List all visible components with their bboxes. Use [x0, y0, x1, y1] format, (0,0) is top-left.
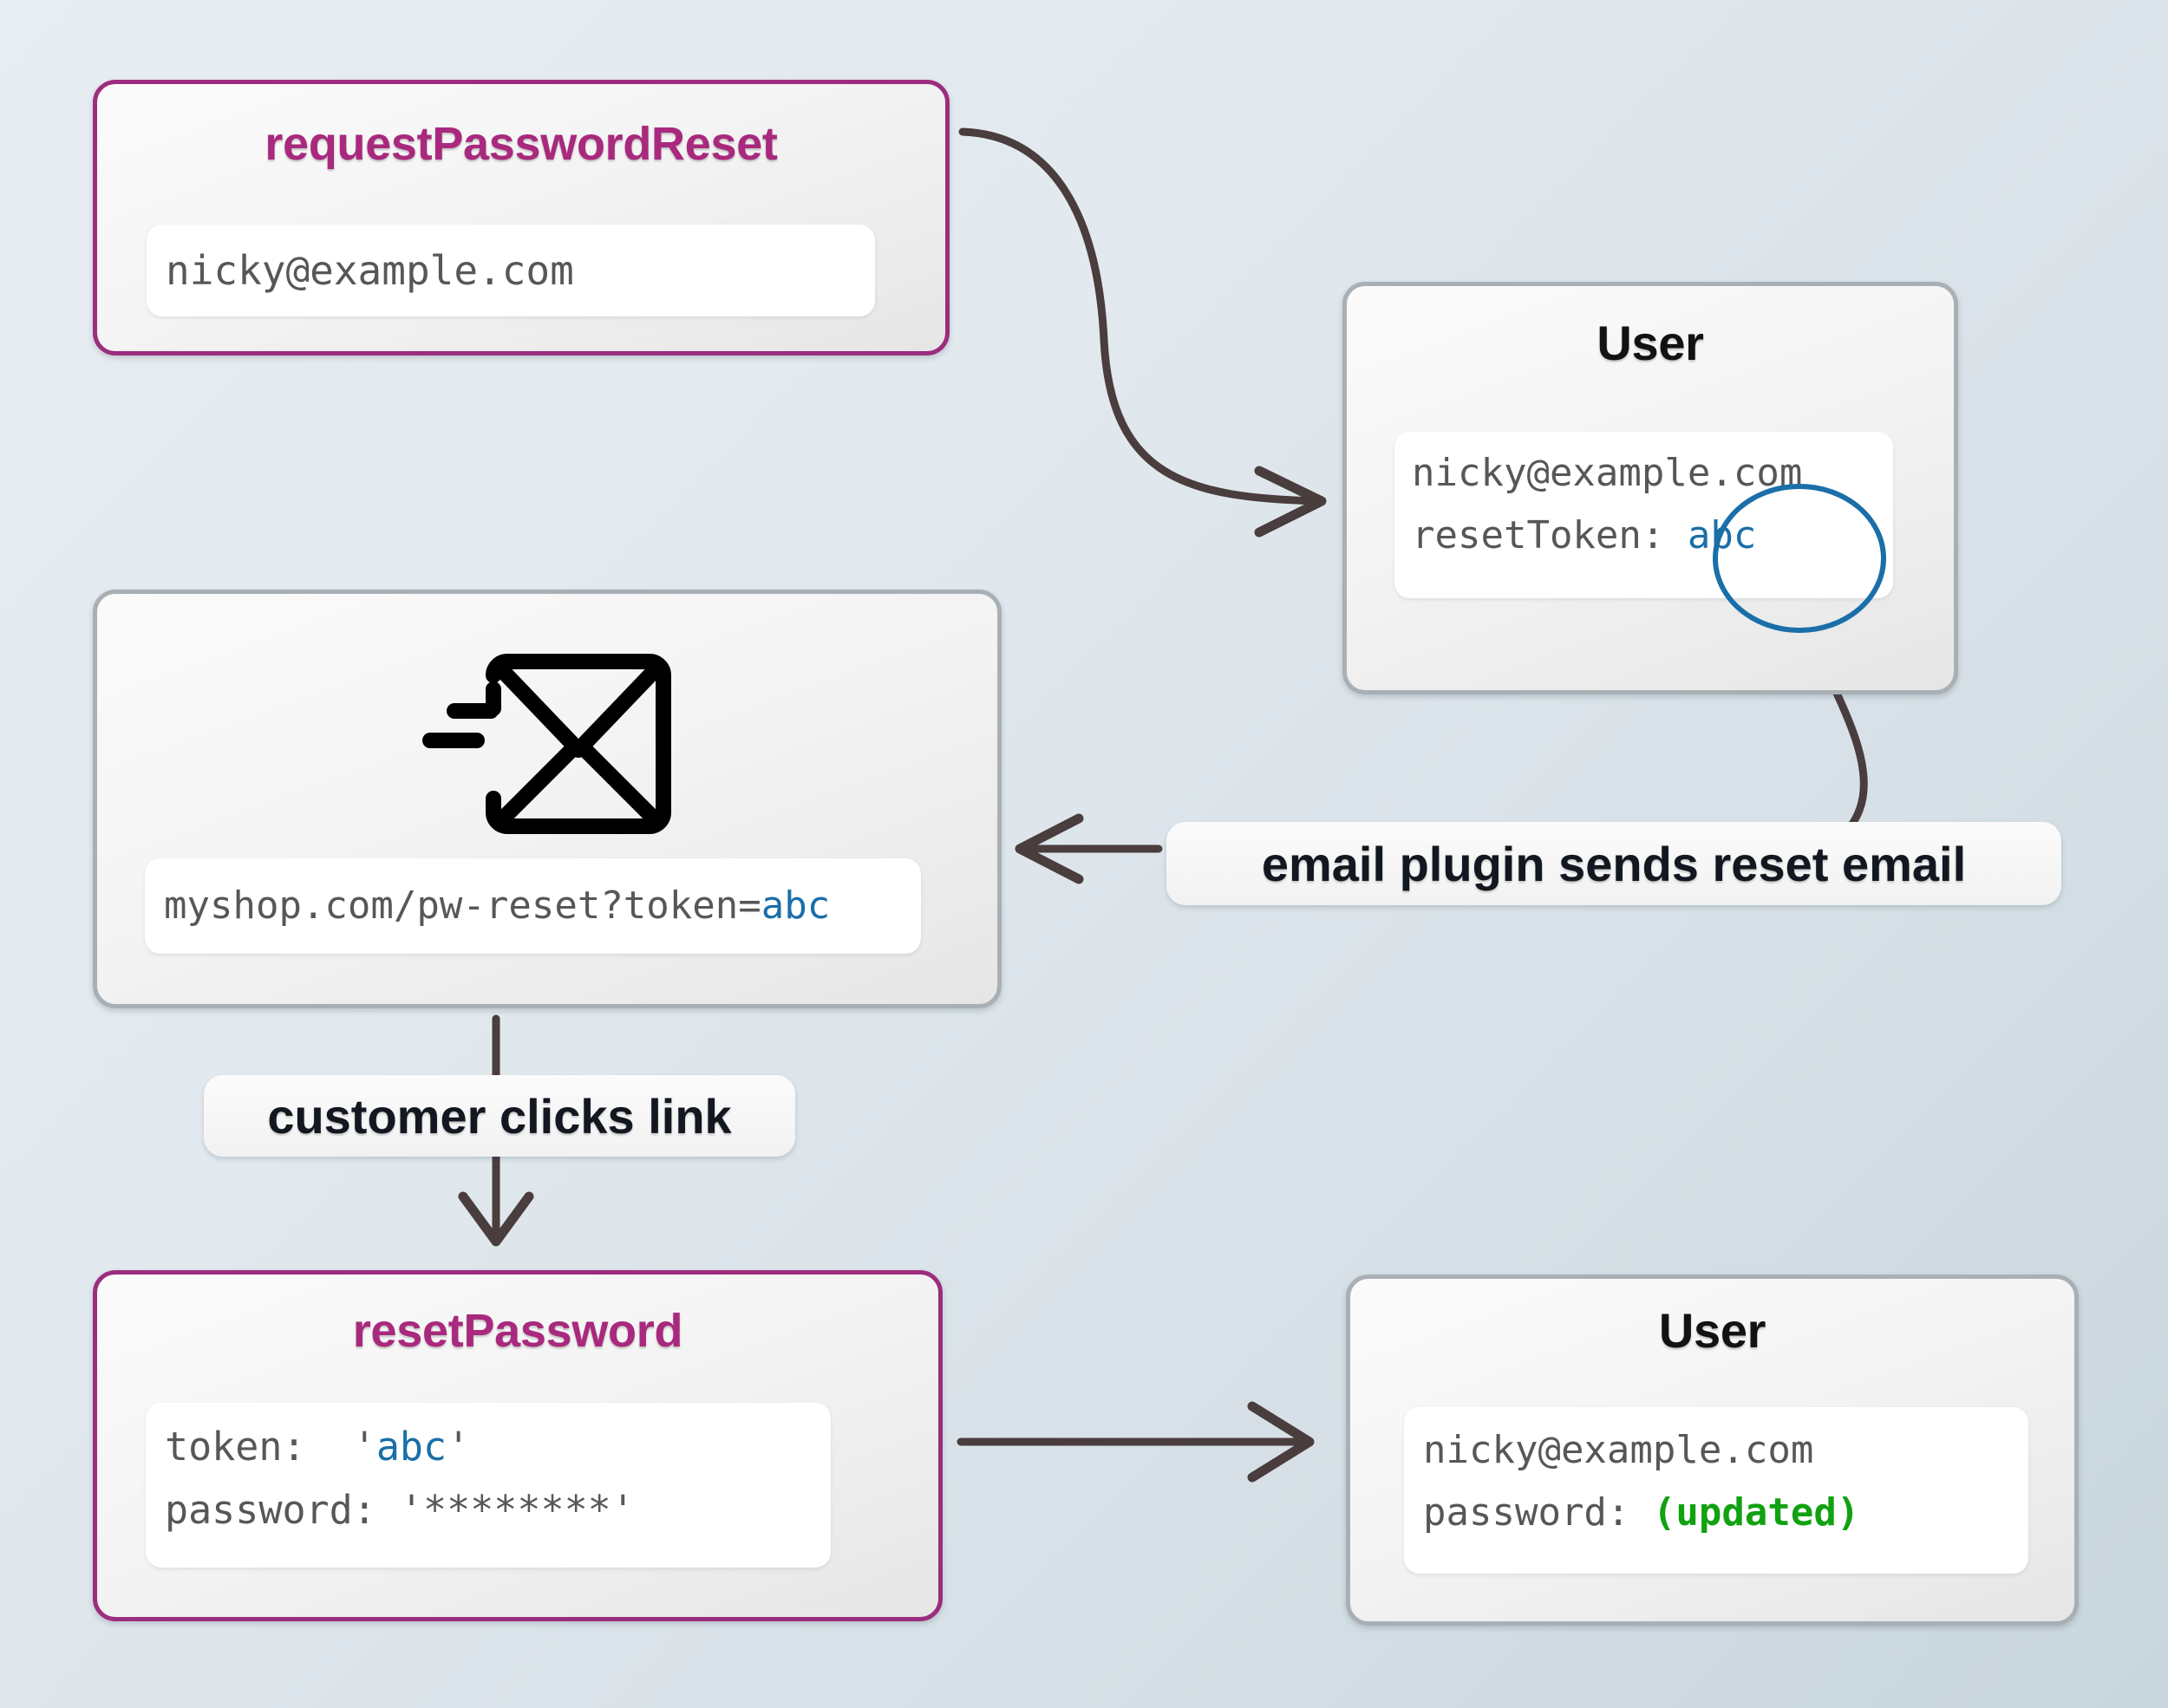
reset-token-row: token: 'abc' [165, 1427, 831, 1466]
reset-password-row: password: '********' [165, 1490, 831, 1529]
edge-request-to-user [958, 127, 1327, 538]
reset-password-fields-panel: token: 'abc' password: '********' [146, 1403, 831, 1568]
edge-plugin-to-email [1015, 813, 1163, 884]
node-title-reset-password: resetPassword [352, 1305, 683, 1357]
node-title-user-top: User [1597, 316, 1704, 370]
node-user-top[interactable]: User nicky@example.com resetToken: abc [1342, 282, 1958, 694]
user-bottom-password-row: password: (updated) [1423, 1494, 2028, 1532]
send-envelope-icon [417, 651, 677, 841]
edge-label-email-plugin: email plugin sends reset email [1166, 822, 2061, 905]
reset-password-value: '********' [399, 1487, 635, 1533]
user-top-token-row: resetToken: abc [1412, 517, 1893, 555]
request-email-panel: nicky@example.com [147, 225, 875, 316]
reset-token-label: token: [165, 1424, 306, 1470]
email-url-prefix: myshop.com/pw-reset?token= [164, 883, 761, 928]
reset-token-quote-close: ' [447, 1424, 471, 1470]
email-url-panel: myshop.com/pw-reset?token=abc [145, 858, 921, 954]
reset-password-label: password: [165, 1487, 376, 1533]
user-top-fields-panel: nicky@example.com resetToken: abc [1394, 432, 1893, 598]
user-top-token-value: abc [1687, 513, 1757, 557]
node-email-message[interactable]: myshop.com/pw-reset?token=abc [93, 590, 1002, 1008]
email-url-row: myshop.com/pw-reset?token=abc [164, 887, 830, 925]
user-bottom-fields-panel: nicky@example.com password: (updated) [1404, 1407, 2028, 1574]
user-bottom-email-value: nicky@example.com [1423, 1428, 1814, 1472]
user-bottom-password-value: (updated) [1652, 1490, 1860, 1535]
node-user-bottom[interactable]: User nicky@example.com password: (update… [1346, 1274, 2079, 1626]
user-bottom-password-label: password: [1423, 1490, 1630, 1535]
email-url-token: abc [761, 883, 831, 928]
node-reset-password[interactable]: resetPassword token: 'abc' password: '**… [93, 1270, 943, 1621]
edge-reset-to-user [957, 1401, 1315, 1483]
reset-token-value: abc [375, 1424, 447, 1470]
node-title-request-password-reset: requestPasswordReset [264, 118, 778, 170]
node-request-password-reset[interactable]: requestPasswordReset nicky@example.com [93, 80, 950, 355]
node-title-user-bottom: User [1658, 1303, 1766, 1358]
user-top-token-label: resetToken: [1412, 513, 1665, 557]
request-email-value: nicky@example.com [166, 247, 574, 294]
edge-label-customer-clicks-link: customer clicks link [204, 1075, 795, 1157]
reset-token-quote-open: ' [352, 1424, 376, 1470]
